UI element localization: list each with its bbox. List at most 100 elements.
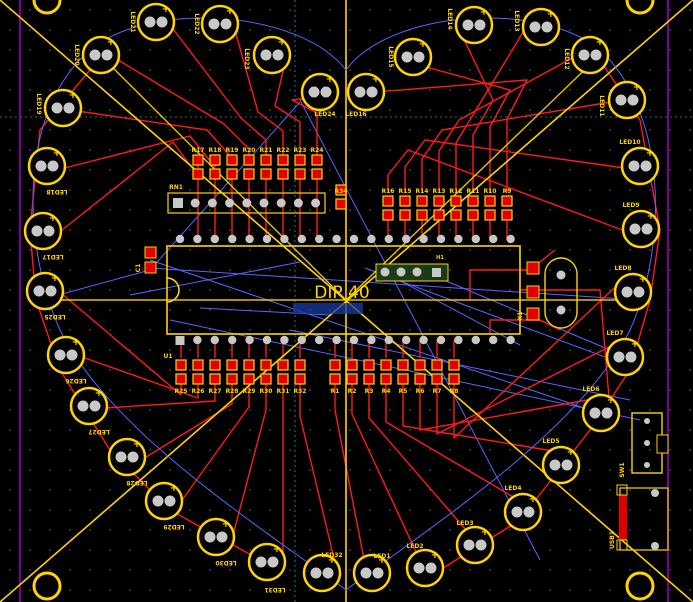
led-body xyxy=(581,393,621,433)
led-pad-anode xyxy=(89,400,101,412)
led-body xyxy=(503,492,543,532)
led-label-led16: LED16 xyxy=(345,111,366,118)
ratsnest-line xyxy=(149,267,641,301)
resistor-r29-label: R29 xyxy=(243,388,256,395)
led-pad-anode xyxy=(561,459,573,471)
resistor-r27-pad-a xyxy=(209,359,221,371)
led-plus: + xyxy=(170,483,178,494)
led-body xyxy=(43,88,83,128)
track xyxy=(104,380,216,409)
header-label: H1 xyxy=(436,255,444,261)
led-label-led22: LED22 xyxy=(193,13,200,34)
resistor-r15-pad-a xyxy=(399,195,411,207)
c1-pad-a xyxy=(144,246,157,259)
led-led12: + xyxy=(570,35,610,75)
led-plus: + xyxy=(69,90,77,101)
track xyxy=(387,149,626,232)
ratsnest-line xyxy=(299,99,541,561)
resistor-r10-label: R10 xyxy=(484,188,497,195)
led-led8: + xyxy=(613,272,653,312)
led-pad-cathode xyxy=(260,49,272,61)
led-body xyxy=(300,72,340,112)
resistor-r11-pad-b xyxy=(467,209,479,221)
led-led22: + xyxy=(200,4,240,44)
mounting-hole xyxy=(625,0,655,15)
c1-label: C1 xyxy=(135,264,142,273)
resistor-r8-pad-a xyxy=(448,359,460,371)
led-plus: + xyxy=(273,544,281,555)
track xyxy=(274,57,301,160)
ic-pin-1 xyxy=(175,336,185,345)
led-led25: + xyxy=(25,271,65,311)
resistor-r7-pad-a xyxy=(431,359,443,371)
resistor-r30-label: R30 xyxy=(260,388,273,395)
led-label-led8: LED8 xyxy=(614,265,631,272)
led-led20: + xyxy=(81,35,121,75)
ic-outline xyxy=(166,245,521,335)
header-pin xyxy=(396,267,406,277)
led-pad-anode xyxy=(45,285,57,297)
crystal-pin xyxy=(556,270,566,280)
ic-notch xyxy=(166,277,180,303)
ic-pin-bottom xyxy=(402,335,411,345)
crystal-pad xyxy=(526,307,540,321)
led-plus: + xyxy=(529,494,537,505)
resistor-r25-label: R25 xyxy=(175,388,188,395)
silk-guides xyxy=(40,54,650,301)
track xyxy=(351,380,418,555)
resistor-r23-pad-a xyxy=(294,154,306,166)
led-plus: + xyxy=(481,527,489,538)
resistor-r12-pad-b xyxy=(450,209,462,221)
track xyxy=(299,380,339,576)
led-body xyxy=(252,35,292,75)
ic-pin-bottom xyxy=(471,335,480,345)
resistor-r29-pad-b xyxy=(243,373,255,385)
led-body xyxy=(200,4,240,44)
track xyxy=(457,26,494,192)
ic-pin-top xyxy=(419,234,428,244)
led-label-led4: LED4 xyxy=(504,485,521,492)
track xyxy=(142,380,233,460)
track xyxy=(231,380,267,540)
header-pin-1 xyxy=(432,268,441,277)
led-pad-anode xyxy=(590,49,602,61)
resistor-r3-label: R3 xyxy=(365,388,374,395)
resistor-r15-label: R15 xyxy=(399,188,412,195)
ic-pin-top xyxy=(315,234,324,244)
ic-pin-bottom xyxy=(419,335,428,345)
ic-pin-bottom xyxy=(454,335,463,345)
led-plus: + xyxy=(222,519,230,530)
led-pad-cathode xyxy=(511,506,523,518)
resistor-r34-pad-a xyxy=(335,184,347,196)
resistor-r16-label: R16 xyxy=(382,188,395,195)
led-label-led18: LED18 xyxy=(46,188,67,195)
led-plus: + xyxy=(162,4,170,15)
resistor-r21-label: R21 xyxy=(260,147,273,154)
resistor-r20-pad-a xyxy=(243,154,255,166)
resistor-r25-pad-b xyxy=(175,373,187,385)
resistor-r31-label: R31 xyxy=(277,388,290,395)
resistor-r17-pad-a xyxy=(192,154,204,166)
led-led15: + xyxy=(393,37,433,77)
header-pin xyxy=(380,267,390,277)
resistor-r4-label: R4 xyxy=(382,388,391,395)
resistor-r6-pad-a xyxy=(414,359,426,371)
led-plus: + xyxy=(639,274,647,285)
resistor-r19-pad-a xyxy=(226,154,238,166)
resistor-r31-pad-a xyxy=(277,359,289,371)
led-pad-anode xyxy=(640,160,652,172)
rn1-pin xyxy=(225,198,235,208)
led-label-led2: LED2 xyxy=(406,543,423,550)
ratsnest-line xyxy=(149,259,591,411)
led-pad-cathode xyxy=(54,349,66,361)
ic-pin-bottom xyxy=(506,335,515,345)
led-plus: + xyxy=(596,37,604,48)
led-body xyxy=(247,542,287,582)
led-body xyxy=(346,72,386,112)
rn1-pin xyxy=(276,198,286,208)
resistor-r27-pad-b xyxy=(209,373,221,385)
resistor-r30-pad-a xyxy=(260,359,272,371)
ic-pin-top xyxy=(262,234,272,244)
ic-pin-bottom xyxy=(297,335,306,345)
led-label-led6: LED6 xyxy=(582,386,599,393)
